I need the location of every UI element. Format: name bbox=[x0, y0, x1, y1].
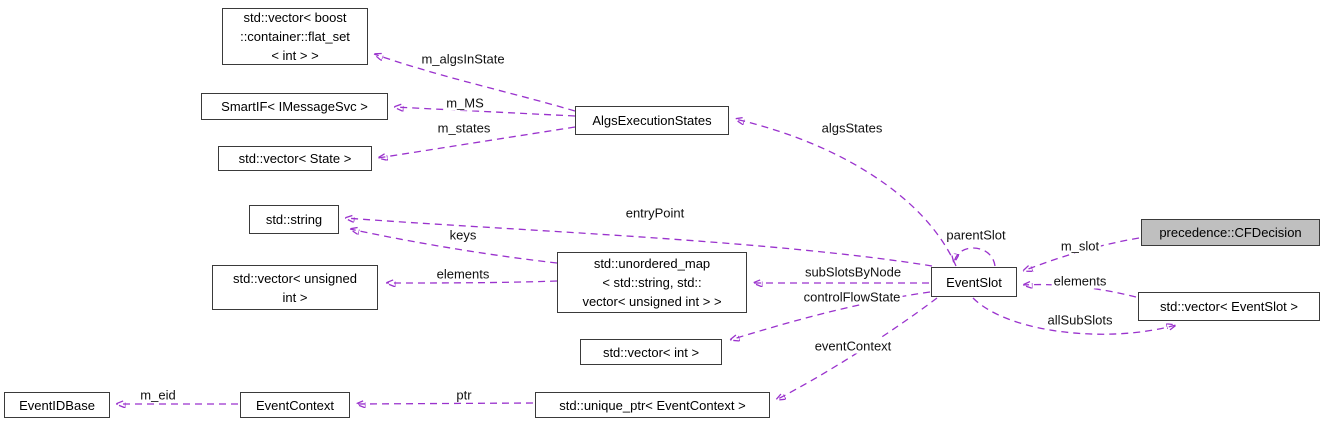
node-event-id-base[interactable]: EventIDBase bbox=[4, 392, 110, 418]
node-std-unordered-map[interactable]: std::unordered_map < std::string, std:: … bbox=[557, 252, 747, 313]
edge-elements-left bbox=[386, 281, 558, 283]
node-std-vector-boost-flat-set[interactable]: std::vector< boost ::container::flat_set… bbox=[222, 8, 368, 65]
edge-keys bbox=[350, 229, 558, 264]
edge-label-parentSlot: parentSlot bbox=[944, 227, 1008, 243]
edge-elements-right bbox=[1023, 285, 1137, 298]
node-std-vector-state[interactable]: std::vector< State > bbox=[218, 146, 372, 171]
edge-parentSlot bbox=[954, 247, 996, 266]
edge-label-ptr: ptr bbox=[454, 387, 474, 403]
node-smartif-imessagesvc[interactable]: SmartIF< IMessageSvc > bbox=[201, 93, 388, 120]
node-std-unique-ptr-event-context[interactable]: std::unique_ptr< EventContext > bbox=[535, 392, 770, 418]
edge-label-eventContext: eventContext bbox=[812, 338, 894, 354]
edge-label-entryPoint: entryPoint bbox=[623, 205, 687, 221]
edge-label-controlFlowState: controlFlowState bbox=[801, 289, 903, 305]
edge-label-subSlotsByNode: subSlotsByNode bbox=[802, 264, 904, 280]
node-event-context[interactable]: EventContext bbox=[240, 392, 350, 418]
edge-label-m-eid: m_eid bbox=[138, 387, 178, 403]
edge-m-states bbox=[378, 126, 576, 158]
edge-label-keys: keys bbox=[447, 227, 479, 243]
edge-label-algsStates: algsStates bbox=[819, 120, 885, 136]
node-event-slot[interactable]: EventSlot bbox=[931, 267, 1017, 297]
edge-label-elements-right: elements bbox=[1051, 273, 1109, 289]
edge-label-m-slot: m_slot bbox=[1058, 238, 1102, 254]
node-std-vector-unsigned-int[interactable]: std::vector< unsigned int > bbox=[212, 265, 378, 310]
edge-allSubSlots bbox=[972, 297, 1176, 334]
node-std-vector-int[interactable]: std::vector< int > bbox=[580, 339, 722, 365]
edge-label-elements-left: elements bbox=[434, 266, 492, 282]
edge-label-m-states: m_states bbox=[435, 120, 493, 136]
node-algs-execution-states[interactable]: AlgsExecutionStates bbox=[575, 106, 729, 135]
edge-m-algsInState bbox=[374, 54, 576, 112]
edge-label-m-MS: m_MS bbox=[444, 95, 486, 111]
edge-m-MS bbox=[394, 107, 576, 116]
node-std-vector-event-slot[interactable]: std::vector< EventSlot > bbox=[1138, 292, 1320, 321]
edge-ptr bbox=[356, 403, 534, 404]
edge-label-allSubSlots: allSubSlots bbox=[1045, 312, 1115, 328]
edge-controlFlowState bbox=[730, 291, 931, 340]
node-precedence-cf-decision: precedence::CFDecision bbox=[1141, 219, 1320, 246]
edge-algsStates bbox=[735, 119, 957, 267]
edge-label-m-algsInState: m_algsInState bbox=[419, 51, 507, 67]
node-std-string[interactable]: std::string bbox=[249, 205, 339, 234]
edge-entryPoint bbox=[345, 218, 933, 267]
